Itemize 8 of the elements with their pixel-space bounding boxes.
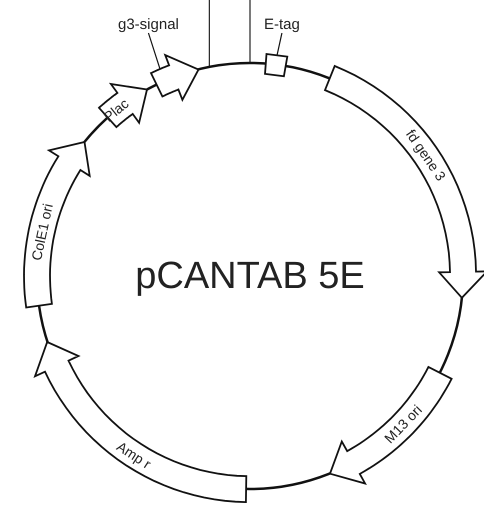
feature-label: Amp r xyxy=(114,438,154,471)
feature-label: E-tag xyxy=(264,17,300,32)
feature-label: Plac xyxy=(100,96,131,124)
feature-label: g3-signal xyxy=(118,17,179,32)
plasmid-name: pCANTAB 5E xyxy=(135,257,365,295)
leader-line xyxy=(276,32,283,55)
leader-line xyxy=(148,32,160,69)
feature-label: ColE1 ori xyxy=(28,202,54,262)
